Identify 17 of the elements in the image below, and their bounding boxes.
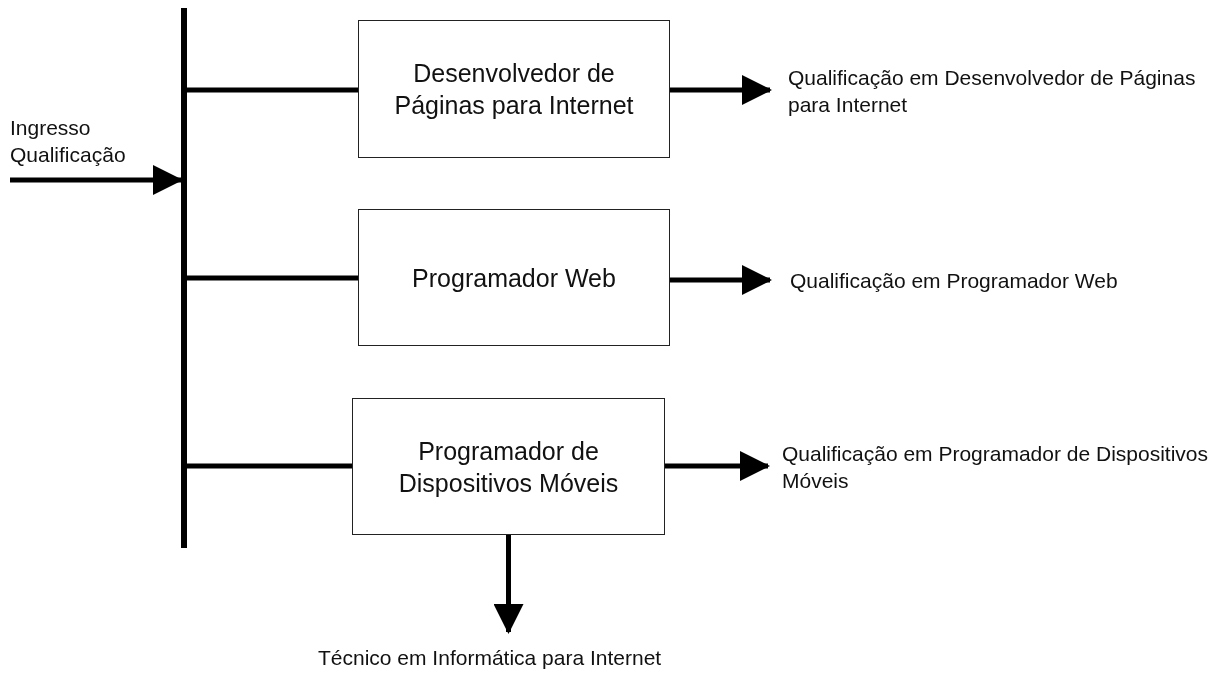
text-label: Qualificação em Desenvolvedor de Páginas para Internet [788,64,1216,120]
connector-line [187,275,358,281]
process-box: Programador de Dispositivos Móveis [352,398,665,535]
arrow [493,535,524,634]
text-label: Técnico em Informática para Internet [318,644,738,672]
text-label: Qualificação em Programador Web [790,267,1210,295]
arrow [670,265,772,295]
arrow [10,165,183,195]
process-box: Desenvolvedor de Páginas para Internet [358,20,670,158]
connector-line [187,463,352,469]
vertical-bus-bar [181,8,187,548]
process-box: Programador Web [358,209,670,346]
arrow [665,451,770,481]
arrow [670,75,772,105]
text-label: Ingresso Qualificação [10,114,170,170]
connector-line [187,87,358,93]
text-label: Qualificação em Programador de Dispositivos Móveis [782,440,1218,496]
